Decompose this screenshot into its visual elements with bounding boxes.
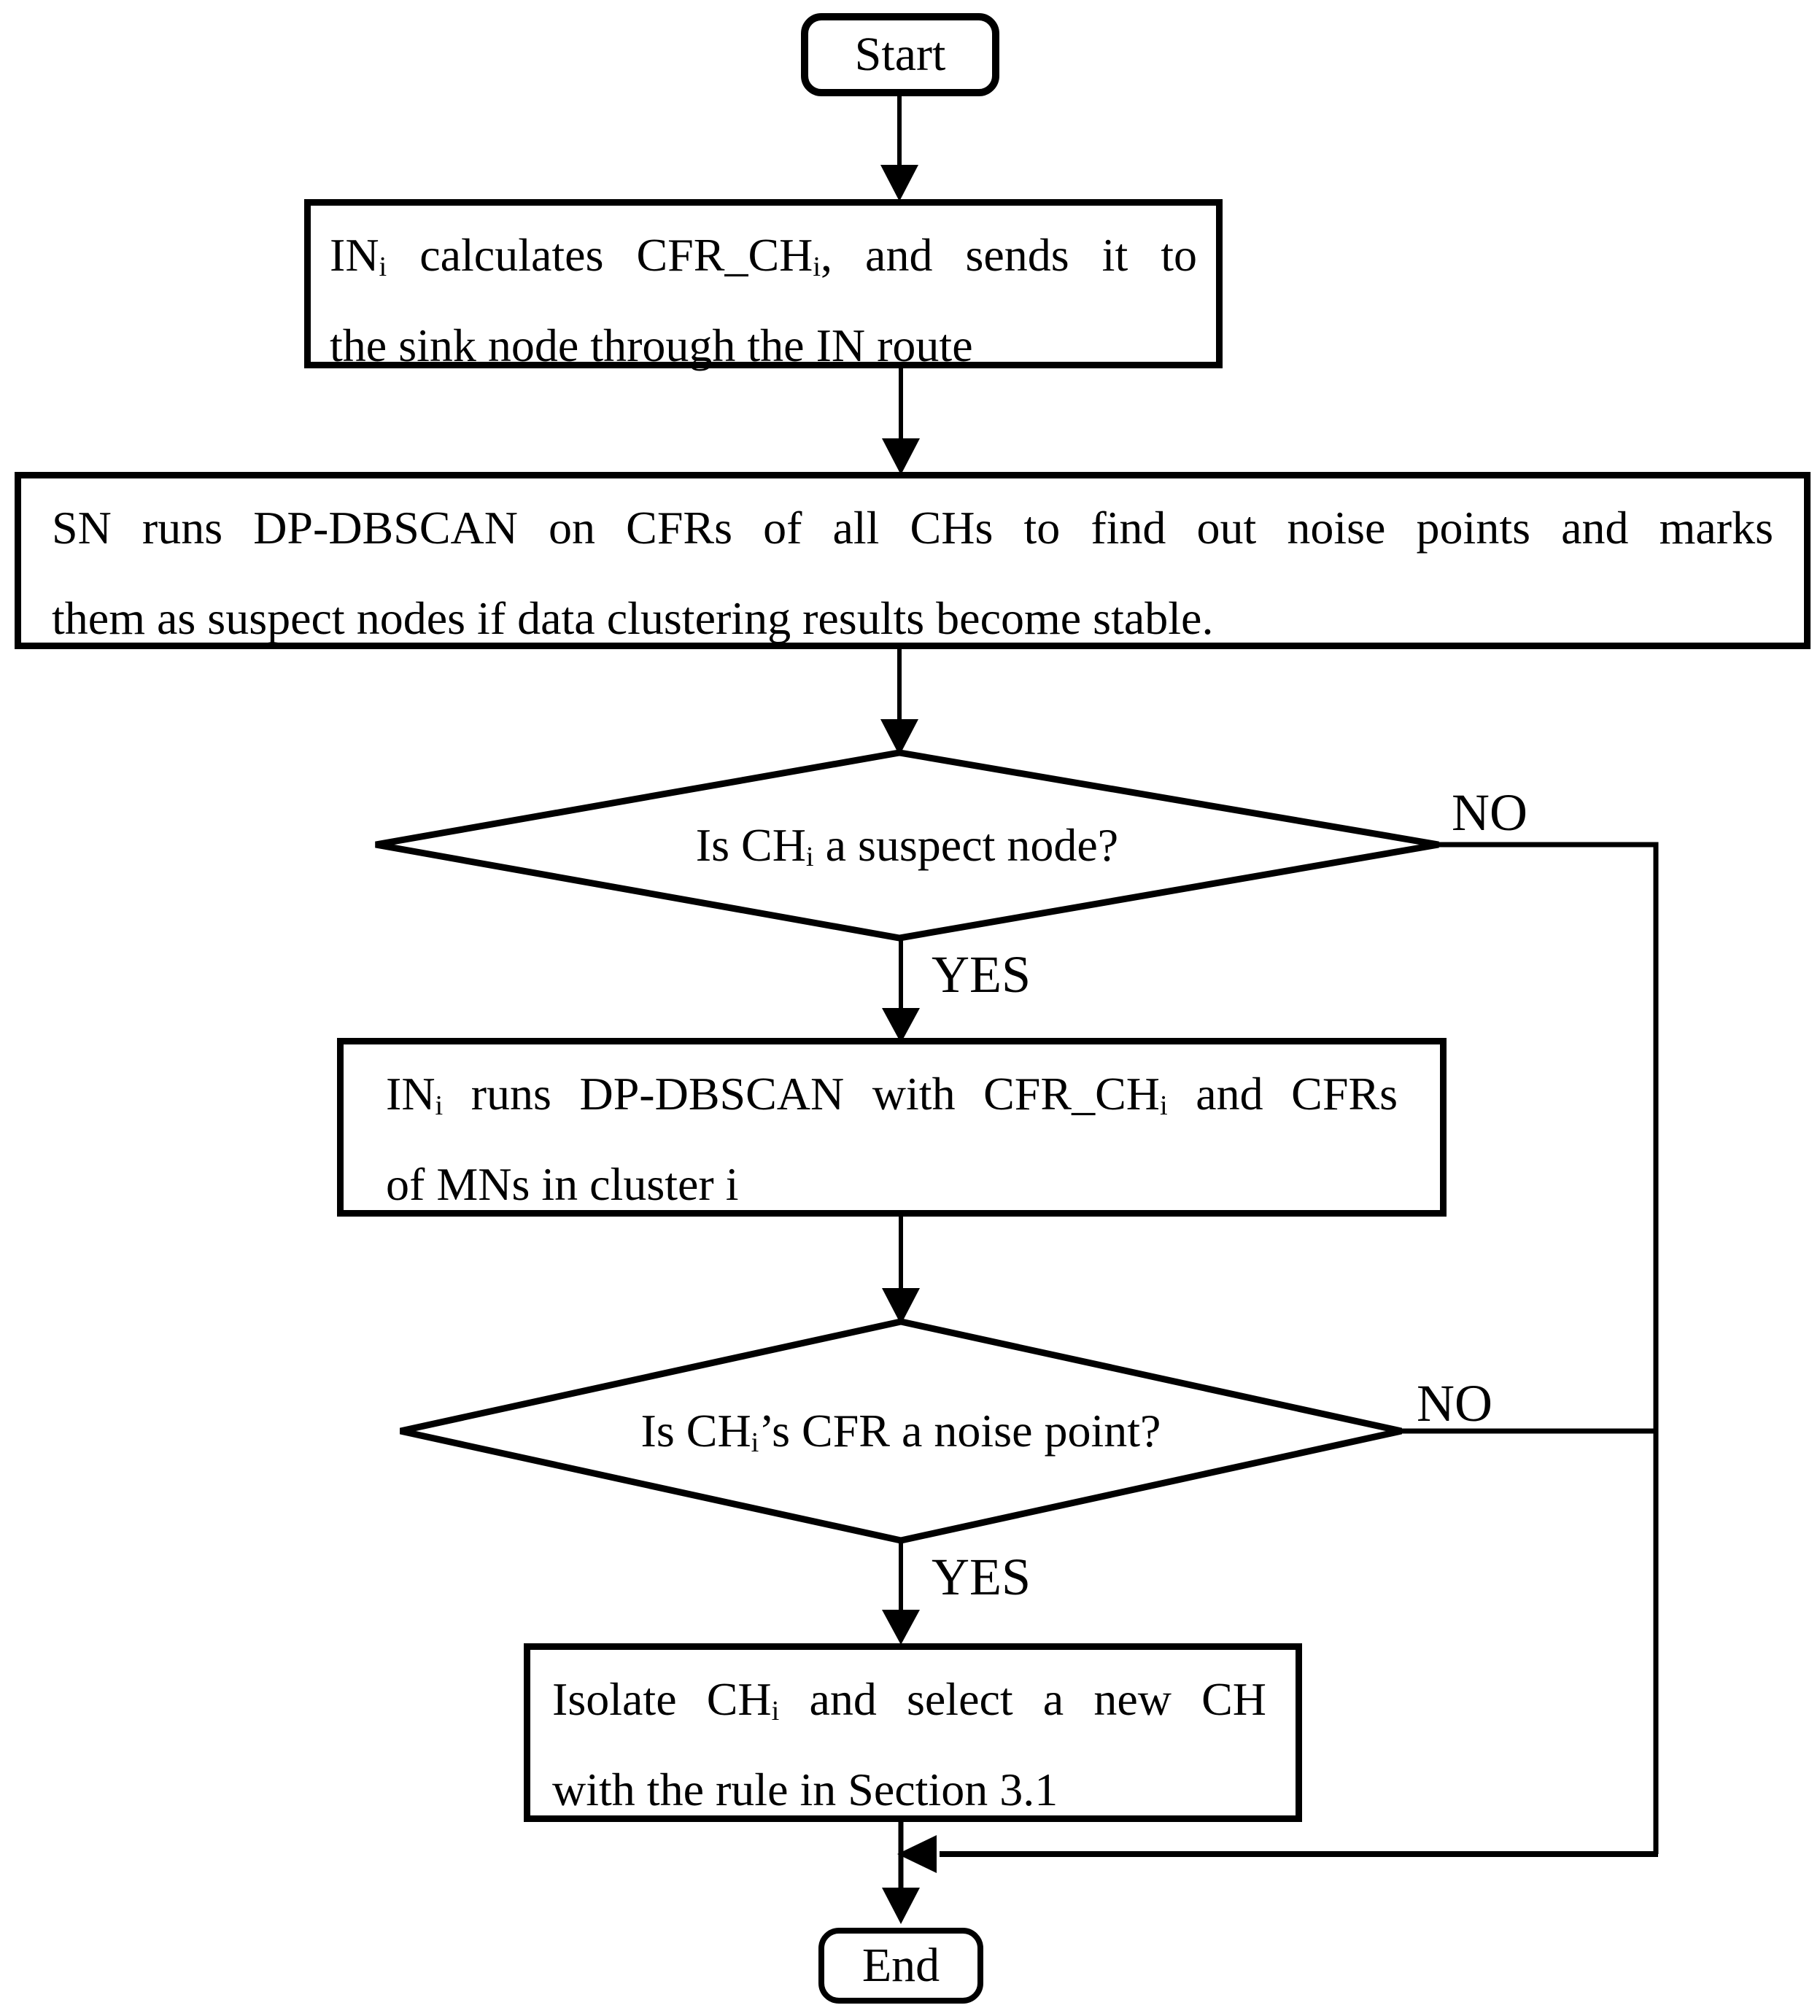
arrowhead-noise-yes: [882, 1610, 920, 1645]
arrowhead-merge-left: [897, 1835, 937, 1873]
edge-suspect-no-line: [1438, 842, 1659, 1854]
arrowhead-into-end: [882, 1888, 920, 1924]
edge-label-suspect-yes: YES: [932, 945, 1031, 1004]
process-calc-send-line2: the sink node through the IN route: [330, 319, 973, 371]
process-isolate-select: Isolate CHi and select a new CH with the…: [524, 1643, 1302, 1822]
arrowhead-start-to-calc: [880, 165, 918, 201]
start-node: Start: [801, 13, 999, 96]
end-label: End: [861, 1939, 940, 1992]
process-in-dbscan-line1: INi runs DP-DBSCAN with CFR_CHi and CFRs: [386, 1068, 1398, 1121]
arrowhead-suspect-yes: [882, 1008, 920, 1043]
process-in-dbscan: INi runs DP-DBSCAN with CFR_CHi and CFRs…: [337, 1038, 1447, 1217]
start-label: Start: [854, 28, 946, 81]
arrowhead-sndbscan-to-suspect: [880, 719, 918, 756]
edge-label-suspect-no: NO: [1452, 783, 1527, 842]
process-isolate-select-line2: with the rule in Section 3.1: [552, 1764, 1058, 1815]
end-node: End: [818, 1928, 983, 2004]
edge-label-noise-yes: YES: [932, 1548, 1031, 1606]
arrowhead-calc-to-sndbscan: [882, 438, 920, 475]
process-isolate-select-line1: Isolate CHi and select a new CH: [552, 1673, 1267, 1726]
decision-noise-label-box: Is CHi’s CFR a noise point?: [400, 1322, 1401, 1540]
process-in-dbscan-line2: of MNs in cluster i: [386, 1158, 739, 1210]
process-sn-dbscan-line1: SN runs DP-DBSCAN on CFRs of all CHs to …: [52, 502, 1773, 554]
process-sn-dbscan-line2: them as suspect nodes if data clustering…: [52, 592, 1214, 644]
process-calc-send: INi calculates CFR_CHi, and sends it to …: [304, 199, 1223, 371]
decision-suspect-label-box: Is CHi a suspect node?: [376, 753, 1438, 938]
edge-label-noise-no: NO: [1417, 1374, 1492, 1432]
arrowhead-indbscan-to-noise: [882, 1288, 920, 1325]
process-calc-send-line1: INi calculates CFR_CHi, and sends it to: [330, 229, 1197, 282]
decision-noise-label: Is CHi’s CFR a noise point?: [640, 1405, 1161, 1458]
process-sn-dbscan: SN runs DP-DBSCAN on CFRs of all CHs to …: [15, 472, 1811, 649]
decision-suspect-label: Is CHi a suspect node?: [695, 819, 1119, 872]
